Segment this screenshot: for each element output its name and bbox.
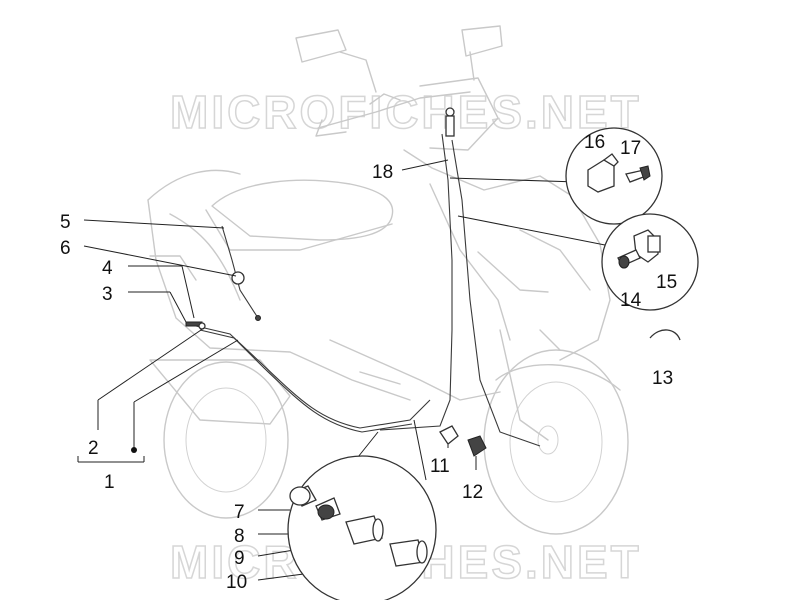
detail-cable-ends-7-10 [287,455,437,600]
detail-bracket-14-15 [601,213,699,311]
callout-15: 15 [656,272,677,293]
callout-labels: 5 6 4 3 2 1 18 16 17 15 14 13 11 12 7 8 … [60,132,677,593]
callout-16: 16 [584,132,605,153]
rear-brake-cable [195,325,431,429]
small-clips-11-12 [439,425,487,457]
clip-13 [649,329,681,341]
callout-7: 7 [234,502,245,523]
callout-10: 10 [226,572,247,593]
callout-14: 14 [620,290,642,311]
callout-13: 13 [652,368,673,389]
cables [185,107,541,447]
callout-12: 12 [462,482,483,503]
detail-clamp-16-17 [565,127,663,225]
callout-5: 5 [60,212,71,233]
callout-18: 18 [372,162,393,183]
callout-3: 3 [102,284,113,305]
callout-4: 4 [102,258,113,279]
watermark-top: MICROFICHES.NET [170,86,642,138]
callout-1: 1 [104,472,115,493]
callout-6: 6 [60,238,71,259]
callout-17: 17 [620,138,641,159]
callout-11: 11 [430,456,450,477]
front-brake-cable [379,133,453,431]
callout-2: 2 [88,438,99,459]
callout-8: 8 [234,526,245,547]
callout-9: 9 [234,548,245,569]
